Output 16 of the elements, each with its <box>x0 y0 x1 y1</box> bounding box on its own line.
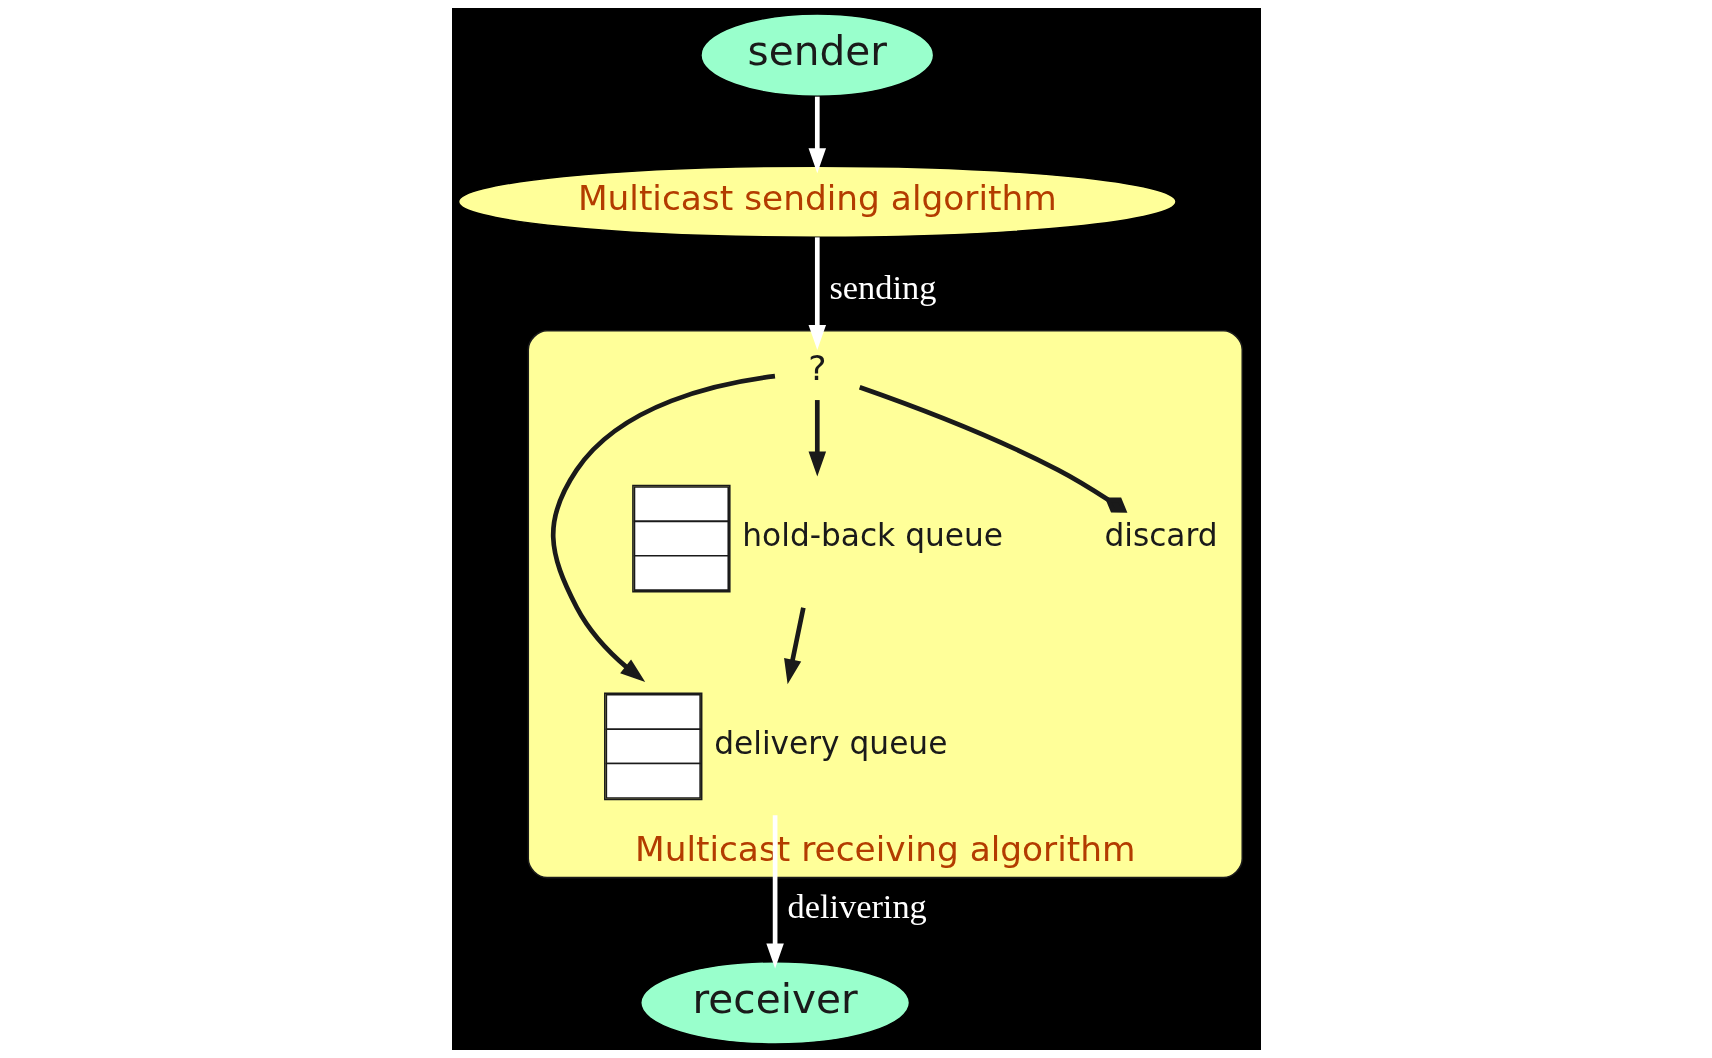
connector <box>858 385 1127 513</box>
edge-label: delivering <box>786 886 927 925</box>
edge-label: sending <box>828 267 936 306</box>
arrow <box>765 815 784 969</box>
node-label: hold-back queue <box>741 517 1003 554</box>
node-text: discard <box>1103 517 1218 554</box>
node-text: ? <box>807 348 826 389</box>
arrow <box>808 400 826 477</box>
arrow <box>783 607 806 685</box>
node-ellipse: sender <box>699 13 934 98</box>
node-ellipse: receiver <box>639 960 910 1045</box>
arrow <box>808 96 826 174</box>
node-ellipse: Multicast sending algorithm <box>457 165 1177 239</box>
node-label: delivery queue <box>713 725 947 762</box>
arrow <box>550 373 775 682</box>
arrow <box>808 237 826 350</box>
